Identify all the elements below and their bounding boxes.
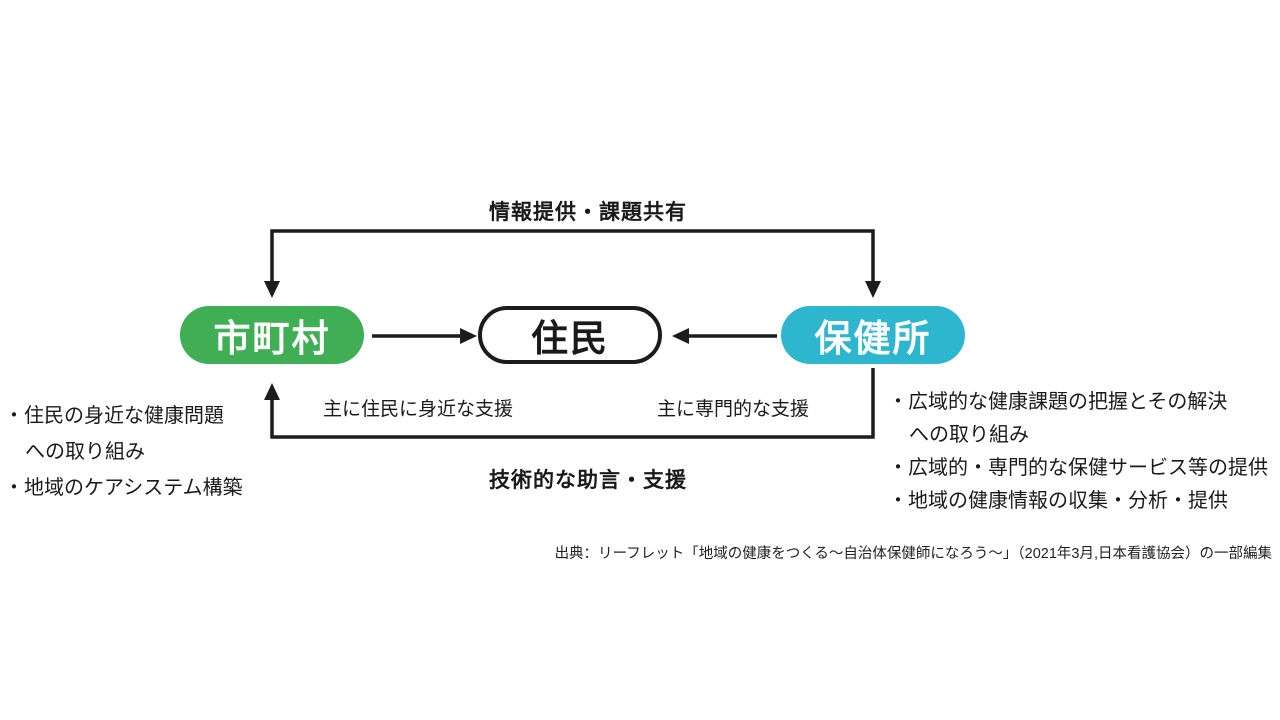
node-health-center: 保健所 [781, 306, 965, 364]
health-center-role-item: への取り組み [909, 424, 1029, 446]
municipality-support-label: 主に住民に身近な支援 [322, 399, 513, 420]
municipality-role-item: への取り組み [25, 441, 145, 463]
health-center-to-residents-arrowhead-icon [672, 328, 689, 344]
bottom-arrow-label: 技術的な助言・支援 [489, 469, 687, 492]
bottom-left-arrowhead-icon [264, 383, 280, 400]
node-residents: 住民 [478, 306, 662, 364]
municipality-role-item: ・住民の身近な健康問題 [4, 405, 224, 427]
health-center-role-item: ・広域的・専門的な保健サービス等の提供 [888, 457, 1268, 479]
bottom-bracket-line [270, 368, 875, 439]
municipality-role-list: ・住民の身近な健康問題 への取り組み ・地域のケアシステム構築 [4, 398, 243, 506]
top-bracket-line [270, 229, 875, 284]
source-citation: 出典：リーフレット「地域の健康をつくる～自治体保健師になろう～」（2021年3月… [554, 546, 1272, 562]
node-municipality: 市町村 [180, 306, 364, 364]
municipality-to-residents-arrowhead-icon [460, 328, 477, 344]
health-center-support-label: 主に専門的な支援 [656, 399, 809, 420]
municipality-role-item: ・地域のケアシステム構築 [4, 477, 243, 499]
top-right-arrowhead-icon [865, 281, 881, 298]
top-left-arrowhead-icon [264, 281, 280, 298]
health-center-role-list: ・広域的な健康課題の把握とその解決 への取り組み ・広域的・専門的な保健サービス… [888, 386, 1268, 518]
top-arrow-label: 情報提供・課題共有 [489, 201, 687, 224]
health-center-role-item: ・広域的な健康課題の把握とその解決 [888, 391, 1228, 413]
health-center-role-item: ・地域の健康情報の収集・分析・提供 [888, 490, 1228, 512]
